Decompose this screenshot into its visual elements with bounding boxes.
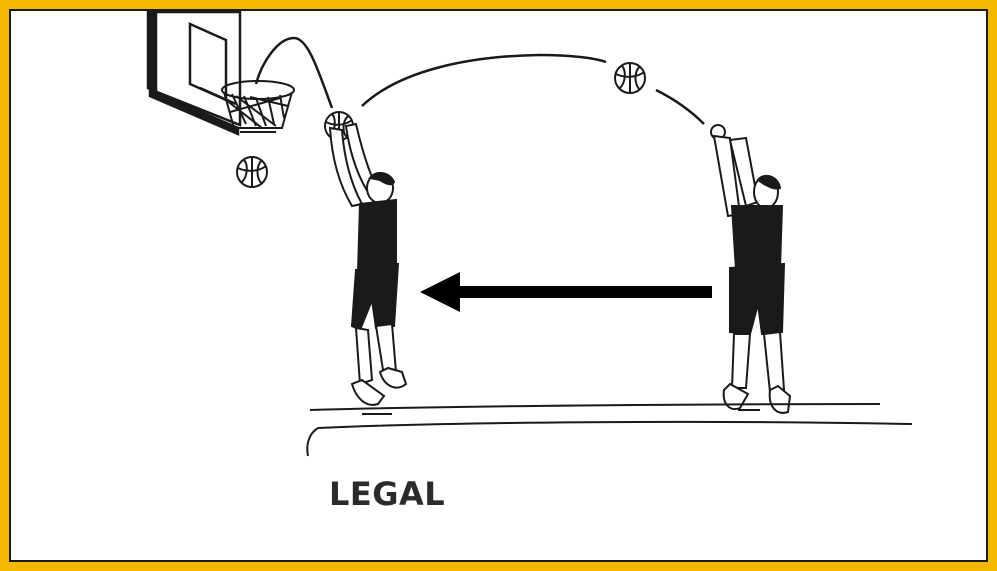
arrow-left-icon: [420, 272, 712, 312]
basketball-icon: [615, 63, 645, 93]
diagram-caption: LEGAL: [329, 475, 445, 513]
basketball-icon: [237, 157, 267, 187]
player-figure-icon: [330, 124, 406, 405]
player-figure-icon: [711, 125, 790, 413]
court-floor: [307, 404, 912, 456]
backboard-icon: [148, 12, 240, 134]
pass-arc: [362, 55, 704, 124]
